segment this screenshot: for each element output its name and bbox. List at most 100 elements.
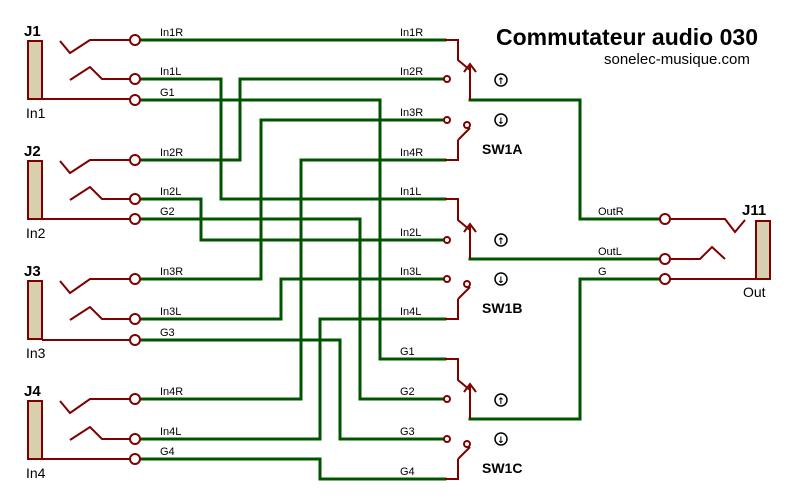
up-arrow-icon: [494, 233, 508, 247]
down-arrow-icon: ↓: [497, 117, 505, 127]
down-arrow-icon: [494, 113, 508, 127]
wire-g1: [138, 98, 447, 361]
down-arrow-icon: [494, 272, 508, 286]
jack-j1: J1 In1 In1R In1L G1: [24, 23, 183, 121]
jack-j11: J11 Out OutR OutL G: [598, 202, 771, 300]
net-label: In4L: [160, 426, 181, 438]
net-label: G3: [160, 327, 175, 339]
switch-contact: [443, 435, 451, 443]
switch-contact: [443, 116, 451, 124]
switch-sw1b: ↑ ↓ In1L In2L In3L In4L SW1B: [400, 186, 522, 320]
wire-in2r: [138, 77, 447, 162]
net-label: In2L: [160, 186, 181, 198]
jack-ref: J3: [24, 263, 41, 280]
switch-ref: SW1C: [482, 460, 522, 476]
wire-in4r: [138, 158, 447, 401]
wire-g3: [138, 338, 447, 441]
jack-j4: J4 In4 In4R In4L G4: [24, 383, 183, 481]
net-label: In2R: [400, 66, 423, 78]
jack-name: In3: [26, 345, 46, 361]
switch-contact: [443, 395, 451, 403]
switch-contact: [443, 236, 451, 244]
switch-ref: SW1B: [482, 300, 522, 316]
net-label: In2L: [400, 227, 421, 239]
net-label: In4L: [400, 306, 421, 318]
up-arrow-icon: [494, 73, 508, 87]
wire-out-g: [468, 277, 662, 421]
net-label: In2R: [160, 147, 183, 159]
jack-ref: J4: [24, 383, 41, 400]
jack-pin: [129, 334, 141, 346]
net-label: In3L: [400, 266, 421, 278]
switch-ref: SW1A: [482, 141, 522, 157]
switch-contact: [463, 121, 471, 129]
wire-g4: [138, 457, 447, 481]
jack-name: In4: [26, 465, 46, 481]
jack-body: [27, 280, 43, 340]
jack-pin: [129, 73, 141, 85]
net-label: In1L: [400, 186, 421, 198]
up-arrow-icon: ↑: [497, 237, 505, 247]
net-label: In4R: [400, 147, 423, 159]
net-label: G: [598, 266, 607, 278]
page-title: Commutateur audio 030: [496, 24, 758, 50]
jack-pin: [129, 154, 141, 166]
wire-in4l: [138, 317, 447, 441]
down-arrow-icon: ↓: [497, 436, 505, 446]
jack-pin: [659, 213, 671, 225]
jack-pin: [129, 433, 141, 445]
wire-in3l: [138, 277, 447, 321]
switch-contact: [463, 280, 471, 288]
jack-ref: J1: [24, 23, 41, 40]
net-label: In3R: [400, 107, 423, 119]
switch-contact: [463, 440, 471, 448]
net-label: G1: [400, 346, 415, 358]
switch-sw1a: ↑ ↓ In1R In2R In3R In4R SW1A: [400, 27, 522, 161]
jack-name: In1: [26, 105, 46, 121]
net-label: G4: [160, 446, 175, 458]
switch-contact: [443, 275, 451, 283]
jack-pin: [129, 393, 141, 405]
jack-j2: J2 In2 In2R In2L G2: [24, 143, 183, 241]
net-label: G1: [160, 87, 175, 99]
net-label: G4: [400, 466, 415, 478]
subtitle: sonelec-musique.com: [604, 51, 750, 68]
jack-body: [27, 160, 43, 220]
net-label: In4R: [160, 386, 183, 398]
jack-body: [27, 400, 43, 460]
up-arrow-icon: ↑: [497, 77, 505, 87]
net-label: In1R: [160, 27, 183, 39]
net-label: G3: [400, 426, 415, 438]
jack-name: In2: [26, 225, 46, 241]
jack-pin: [129, 453, 141, 465]
net-label: G2: [400, 386, 415, 398]
net-label: In1R: [400, 27, 423, 39]
wire-in3r: [138, 118, 447, 281]
net-label: OutR: [598, 206, 624, 218]
jack-body: [27, 40, 43, 100]
jack-pin: [129, 313, 141, 325]
jack-ref: J2: [24, 143, 41, 160]
jack-pin: [659, 273, 671, 285]
net-label: G2: [160, 206, 175, 218]
wire-g2: [138, 217, 447, 401]
jack-body: [755, 220, 771, 280]
net-label: OutL: [598, 246, 622, 258]
switch-contact: [443, 75, 451, 83]
up-arrow-icon: ↑: [497, 397, 505, 407]
wire-out-r: [468, 98, 662, 221]
jack-pin: [129, 94, 141, 106]
jack-pin: [129, 193, 141, 205]
jack-name: Out: [743, 284, 766, 300]
down-arrow-icon: ↓: [497, 276, 505, 286]
jack-pin: [129, 34, 141, 46]
wire-in1l: [138, 77, 447, 201]
jack-j3: J3 In3 In3R In3L G3: [24, 263, 183, 361]
net-label: In3R: [160, 266, 183, 278]
switch-sw1c: ↑ ↓ G1 G2 G3 G4 SW1C: [400, 346, 522, 480]
net-label: In3L: [160, 306, 181, 318]
down-arrow-icon: [494, 432, 508, 446]
net-label: In1L: [160, 66, 181, 78]
jack-ref: J11: [742, 202, 766, 219]
